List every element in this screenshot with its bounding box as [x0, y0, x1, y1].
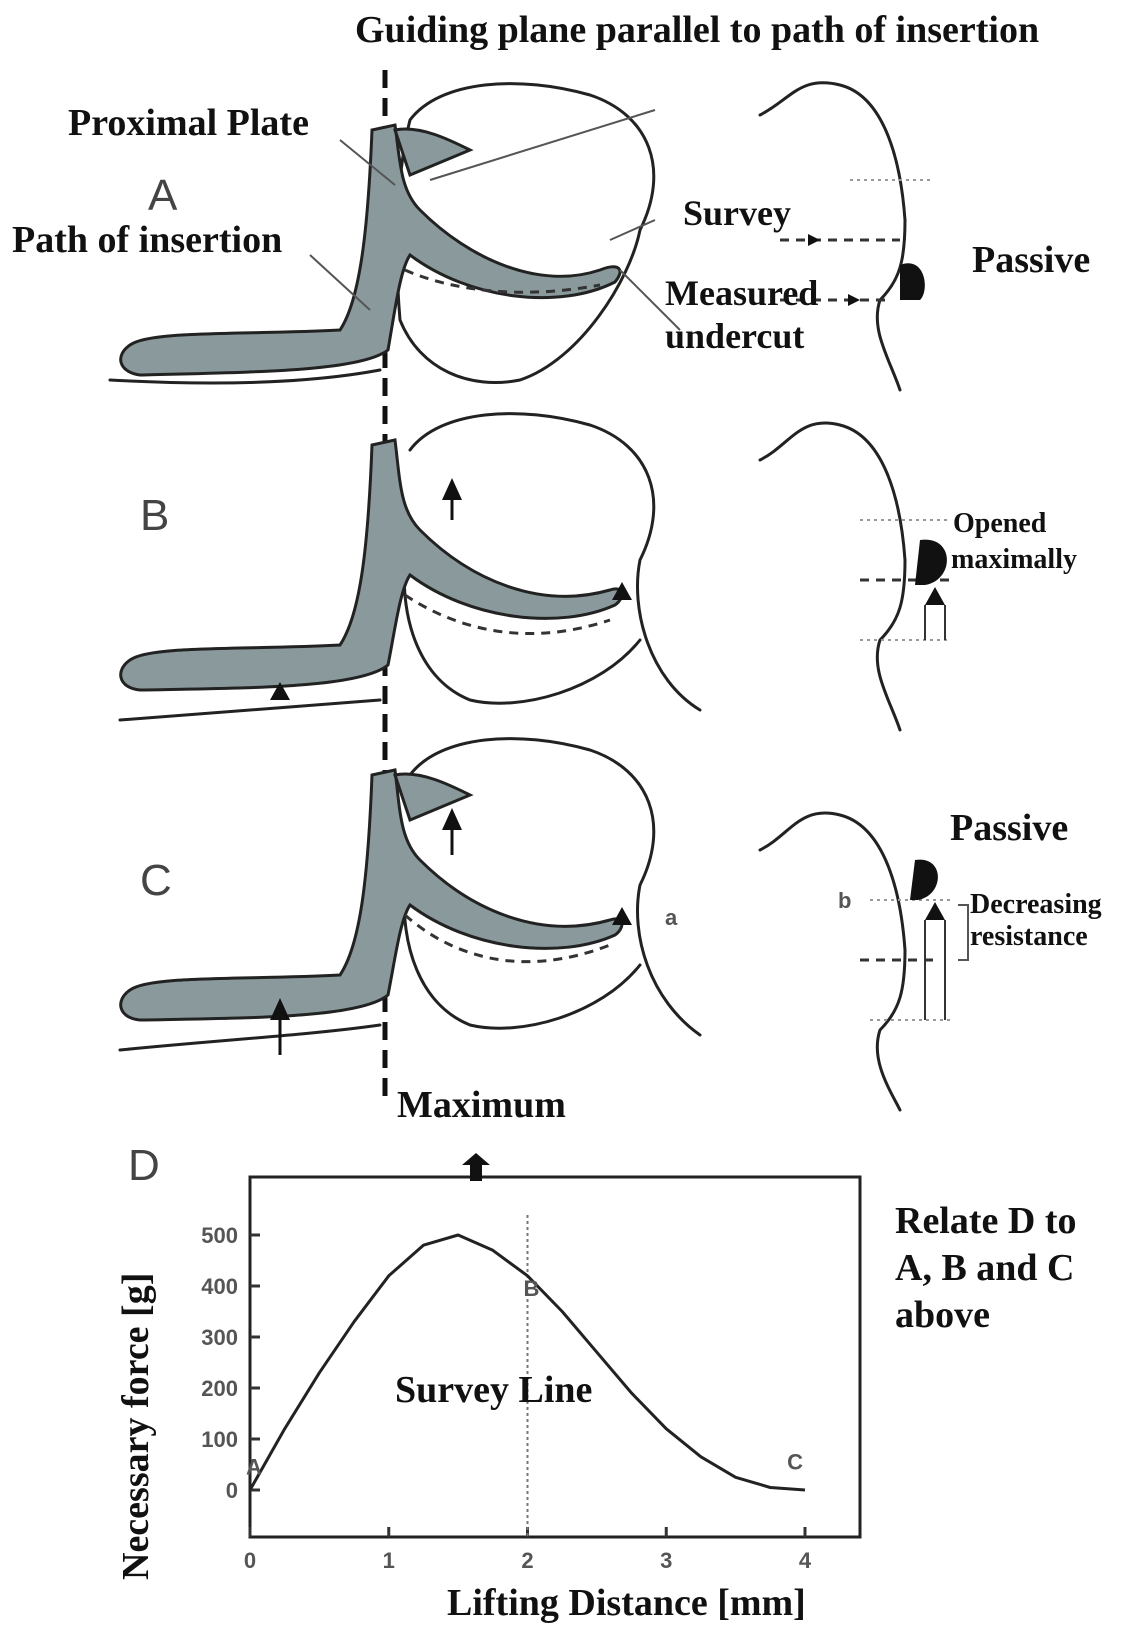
label-resistance: resistance — [970, 921, 1088, 952]
clasp-tip-a — [900, 263, 925, 300]
y-tick-label: 0 — [226, 1478, 238, 1503]
clasp-tip-c — [910, 860, 938, 900]
panel-a: A Proximal Plate Path of insertion Surve… — [12, 83, 1090, 390]
ridge-line-b — [120, 700, 380, 720]
label-relate-3: above — [895, 1294, 990, 1336]
plot-frame — [250, 1177, 860, 1537]
label-passive-a: Passive — [972, 239, 1090, 281]
proximal-plate-a — [395, 129, 470, 175]
y-axis-label: Necessary force [g] — [115, 1273, 157, 1580]
panel-letter-b: B — [140, 491, 169, 540]
label-decreasing: Decreasing — [970, 889, 1102, 920]
arrow-up-b1 — [442, 478, 462, 500]
label-proximal-plate: Proximal Plate — [68, 102, 309, 144]
curve-annotation: B — [524, 1276, 540, 1301]
panel-letter-a: A — [148, 171, 178, 220]
denture-clasp-c — [121, 770, 622, 1020]
x-axis-label: Lifting Distance [mm] — [447, 1582, 806, 1624]
x-tick-label: 4 — [799, 1548, 812, 1573]
label-passive-c: Passive — [950, 807, 1068, 849]
label-path-of-insertion: Path of insertion — [12, 219, 282, 261]
label-measured: Measured — [665, 273, 818, 313]
pointer-survey — [610, 220, 655, 240]
arrow-up-c1 — [442, 808, 462, 830]
arrow-up-c3 — [612, 907, 632, 925]
y-tick-label: 400 — [201, 1274, 238, 1299]
label-relate-1: Relate D to — [895, 1200, 1076, 1242]
panel-d: D 0 100 200 300 400 500 0 1 2 3 4 A B C Survey Line L… — [115, 1141, 1076, 1624]
ridge-line-c — [120, 1025, 380, 1050]
y-tick-label: 300 — [201, 1325, 238, 1350]
clasp-tip-b — [915, 540, 947, 585]
side-profile-c — [760, 813, 905, 1110]
mark-a-side: a — [665, 905, 678, 930]
panel-c: C a b Passive Decreasing resistance Maxi… — [120, 739, 1102, 1126]
x-tick-label: 0 — [244, 1548, 256, 1573]
figure-title: Guiding plane parallel to path of insert… — [355, 9, 1039, 51]
panel-letter-d: D — [128, 1141, 160, 1190]
label-survey-line: Survey Line — [395, 1369, 592, 1411]
panel-letter-c: C — [140, 856, 172, 905]
panel-b: B Opened maximally — [120, 414, 1077, 730]
side-profile-b — [760, 423, 905, 730]
label-relate-2: A, B and C — [895, 1247, 1075, 1289]
curve-annotation: C — [787, 1450, 803, 1475]
x-tick-label: 3 — [660, 1548, 672, 1573]
label-survey: Survey — [683, 193, 791, 233]
pointer-guiding — [430, 110, 655, 180]
y-tick-label: 500 — [201, 1223, 238, 1248]
label-maximum: Maximum — [397, 1084, 566, 1126]
label-undercut: undercut — [665, 316, 804, 356]
y-tick-label: 100 — [201, 1427, 238, 1452]
proximal-plate-c — [395, 774, 470, 820]
x-tick-label: 2 — [521, 1548, 533, 1573]
bracket-c — [958, 905, 968, 960]
x-tick-label: 1 — [383, 1548, 395, 1573]
label-opened: Opened — [953, 508, 1047, 539]
mark-b-side: b — [838, 888, 851, 913]
denture-clasp-b — [121, 440, 622, 690]
y-tick-label: 200 — [201, 1376, 238, 1401]
curve-annotation: A — [246, 1455, 262, 1480]
label-maximally: maximally — [951, 544, 1077, 575]
